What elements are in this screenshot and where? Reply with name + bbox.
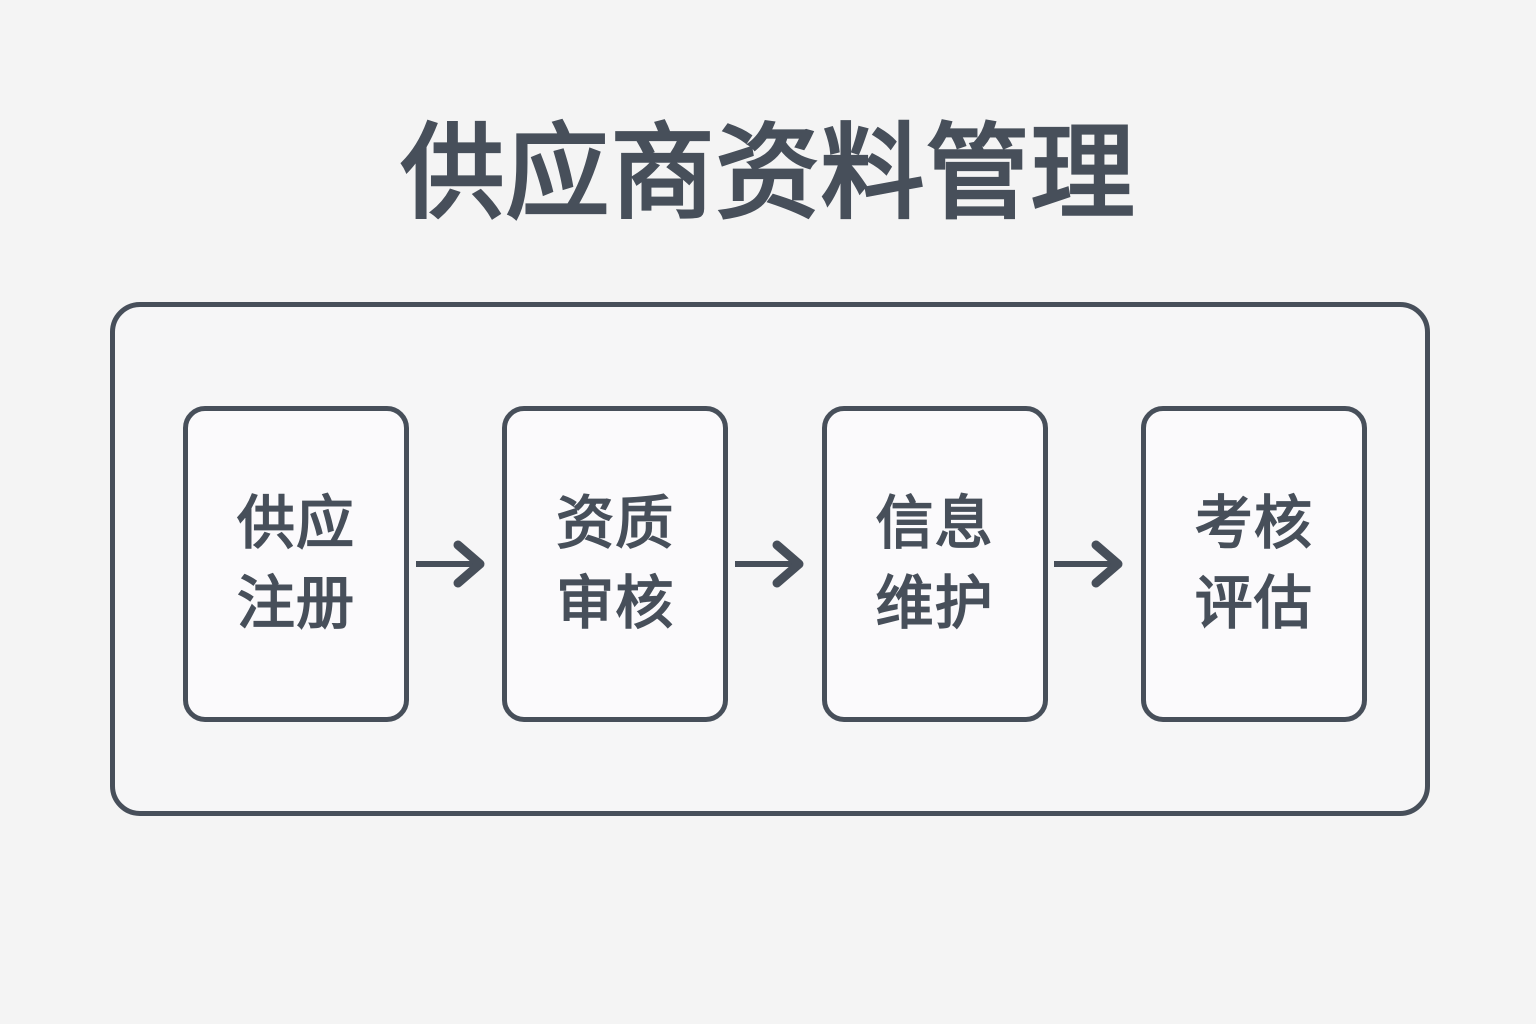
step-label-line-1: 考核 — [1194, 491, 1314, 556]
step-label-line-1: 信息 — [875, 491, 994, 556]
process-steps-row: 供应 注册 资质 审核 信息 维护 — [183, 405, 1367, 723]
step-label-line-2: 维护 — [875, 571, 994, 636]
process-step-qualification-review[interactable]: 资质 审核 — [502, 406, 729, 722]
arrow-right-icon — [733, 534, 817, 594]
arrow-right-icon — [414, 534, 498, 594]
process-step-assessment-evaluation[interactable]: 考核 评估 — [1140, 406, 1367, 722]
page-title: 供应商资料管理 — [400, 116, 1136, 232]
step-label-line-1: 资质 — [556, 491, 675, 556]
step-label-line-2: 审核 — [556, 571, 675, 636]
arrow-right-icon — [1052, 534, 1136, 594]
process-step-information-maintenance[interactable]: 信息 维护 — [821, 406, 1048, 722]
process-flow-container: 供应 注册 资质 审核 信息 维护 — [110, 302, 1430, 816]
process-step-supplier-registration[interactable]: 供应 注册 — [183, 406, 409, 722]
step-label-line-2: 注册 — [236, 571, 356, 636]
step-label-line-2: 评估 — [1194, 571, 1314, 636]
step-label-line-1: 供应 — [236, 491, 356, 556]
